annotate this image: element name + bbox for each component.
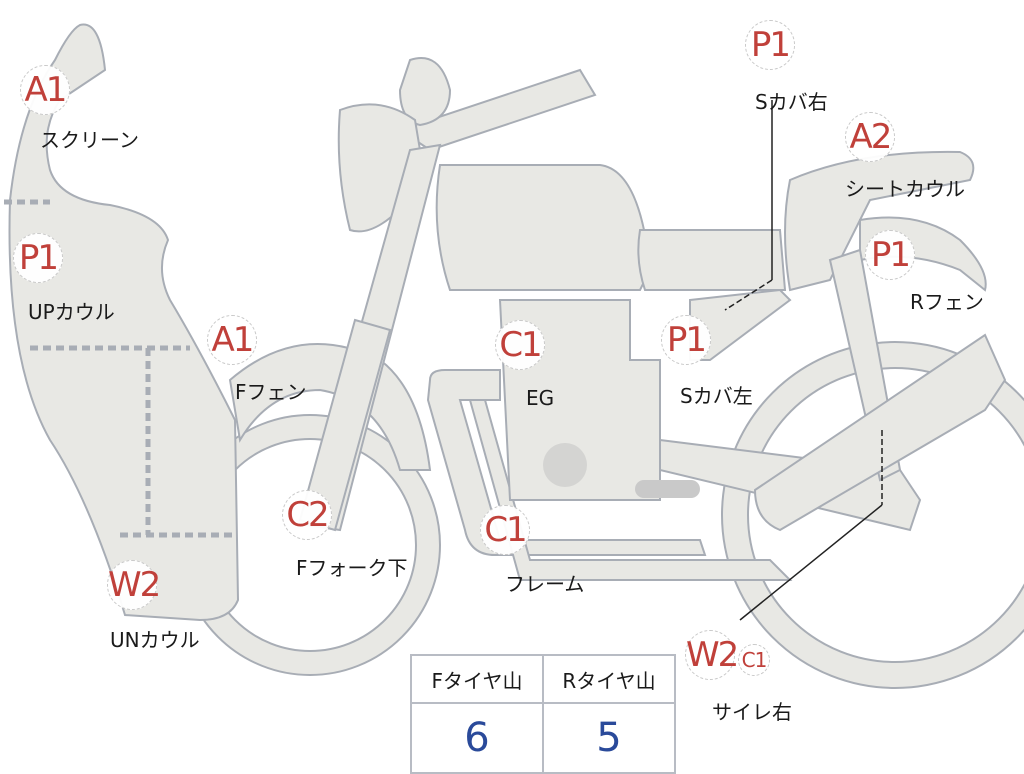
seat — [637, 229, 787, 291]
grade-badge-front-fork: C2 — [282, 490, 332, 540]
rear-tire-header: Rタイヤ山 — [542, 654, 676, 704]
part-label-screen: スクリーン — [40, 128, 139, 152]
part-label-seat-cowl: シートカウル — [845, 177, 965, 201]
grade-badge-muffler-right-secondary: C1 — [738, 644, 770, 676]
rear-wheel-inner — [723, 343, 1024, 687]
fairing — [8, 23, 240, 622]
part-label-front-fender: Fフェン — [235, 380, 307, 404]
fork-lower — [298, 318, 392, 532]
part-label-front-fork: Fフォーク下 — [296, 556, 408, 580]
fuel-tank — [435, 164, 652, 291]
grade-badge-engine: C1 — [495, 320, 545, 370]
tire-tread-table: Fタイヤ山 Rタイヤ山 6 5 — [410, 654, 676, 774]
grade-badge-rear-fender: P1 — [865, 230, 915, 280]
frame-lower — [468, 399, 793, 581]
part-label-engine: EG — [526, 386, 555, 410]
part-label-side-cover-right: Sカバ右 — [755, 90, 828, 114]
part-label-rear-fender: Rフェン — [910, 290, 984, 314]
seat-cowl — [784, 150, 975, 292]
engine-cover — [543, 443, 587, 487]
leader-line — [724, 279, 773, 311]
front-tire-header: Fタイヤ山 — [410, 654, 544, 704]
grade-badge-under-cowl: W2 — [107, 560, 161, 610]
part-label-muffler-right: サイレ右 — [712, 700, 792, 724]
handlebar — [397, 68, 597, 152]
part-label-side-cover-left: Sカバ左 — [680, 384, 753, 408]
part-label-under-cowl: UNカウル — [110, 628, 200, 652]
front-tire-value: 6 — [410, 702, 544, 774]
footpeg — [635, 480, 700, 498]
headlight — [398, 57, 452, 127]
grade-badge-seat-cowl: A2 — [845, 112, 895, 162]
part-label-frame: フレーム — [505, 572, 585, 596]
rear-tire-value: 5 — [542, 702, 676, 774]
grade-badge-frame: C1 — [480, 505, 530, 555]
grade-badge-front-fender: A1 — [207, 315, 257, 365]
grade-badge-muffler-right: W2 — [685, 630, 739, 680]
frame — [426, 369, 707, 556]
grade-badge-side-cover-left: P1 — [661, 315, 711, 365]
part-label-upper-cowl: UPカウル — [28, 300, 115, 324]
grade-badge-side-cover-right: P1 — [745, 20, 795, 70]
grade-badge-screen: A1 — [20, 65, 70, 115]
grade-badge-upper-cowl: P1 — [13, 233, 63, 283]
muffler — [753, 333, 1007, 532]
leader-line — [739, 504, 883, 621]
